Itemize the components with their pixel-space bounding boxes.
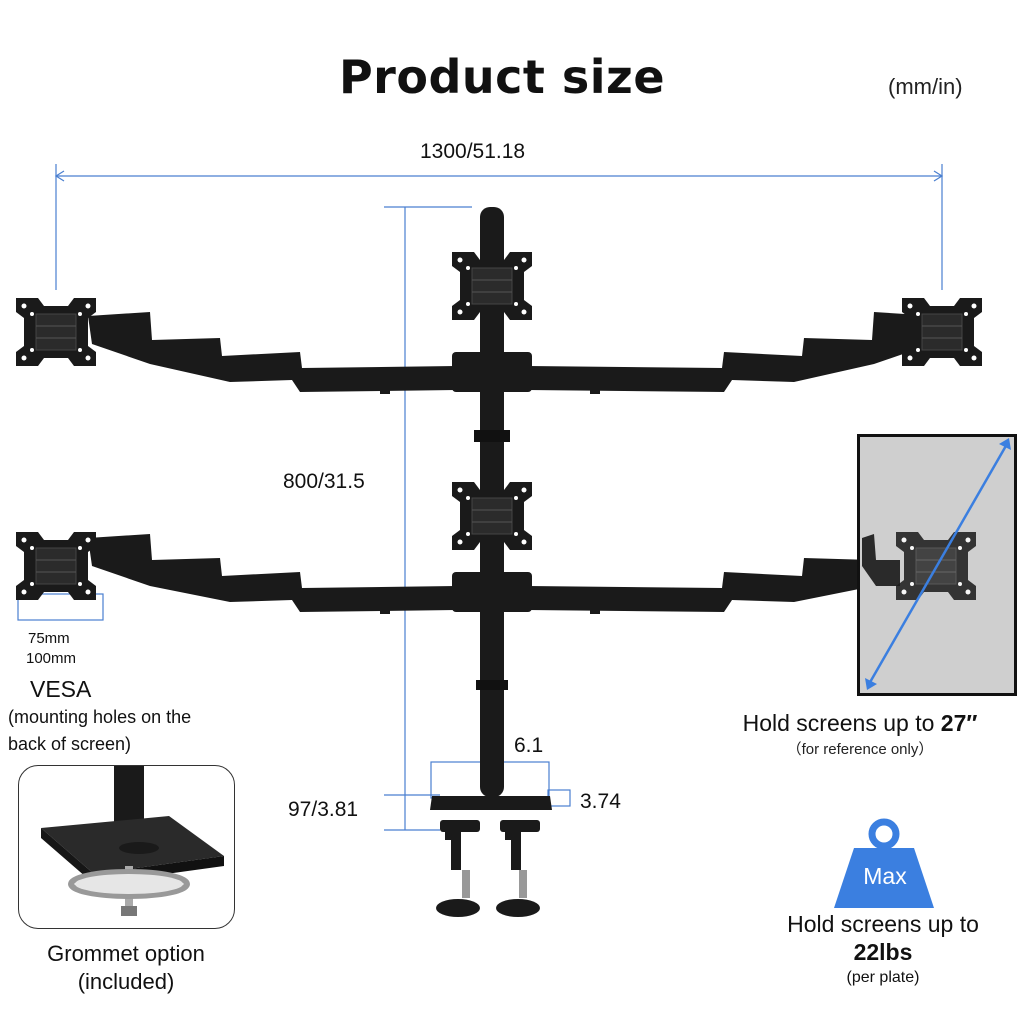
weight-value: 22lbs	[853, 939, 913, 965]
screen-size-note: （for reference only）	[786, 741, 934, 758]
grommet-illustration	[41, 766, 224, 916]
weight-text: Hold screens up to 22lbs	[752, 910, 1014, 966]
grommet-label-line1: Grommet option	[47, 941, 205, 966]
weight-note: (per plate)	[846, 969, 920, 986]
grommet-label-line2: (included)	[77, 969, 175, 994]
vesa-description: (mounting holes on the back of screen)	[8, 707, 192, 754]
base-height-label: 97/3.81	[288, 798, 359, 821]
page-title: Product size	[338, 50, 666, 104]
weight-hold-text: Hold screens up to	[787, 911, 979, 937]
clamp-height-label: 3.74	[580, 790, 621, 813]
height-label: 800/31.5	[283, 470, 365, 493]
screen-size-prefix: Hold screens up to	[742, 710, 941, 736]
vesa-outer-label: 100mm	[26, 650, 77, 667]
max-badge-label: Max	[863, 863, 907, 889]
grommet-option-image	[18, 765, 235, 929]
dimension-lines	[17, 164, 944, 831]
clamp-width-label: 6.1	[514, 734, 544, 757]
screen-diagonal-graphic	[862, 438, 1011, 690]
vesa-inner-label: 75mm	[28, 630, 70, 647]
screen-size-text: Hold screens up to 27″	[700, 710, 1020, 737]
vesa-title: VESA	[30, 676, 92, 702]
overall-width-label: 1300/51.18	[420, 140, 526, 163]
grommet-label: Grommet option (included)	[0, 940, 252, 996]
weight-icon	[834, 818, 934, 908]
units-label: (mm/in)	[888, 74, 963, 99]
screen-size-value: 27″	[940, 710, 978, 736]
